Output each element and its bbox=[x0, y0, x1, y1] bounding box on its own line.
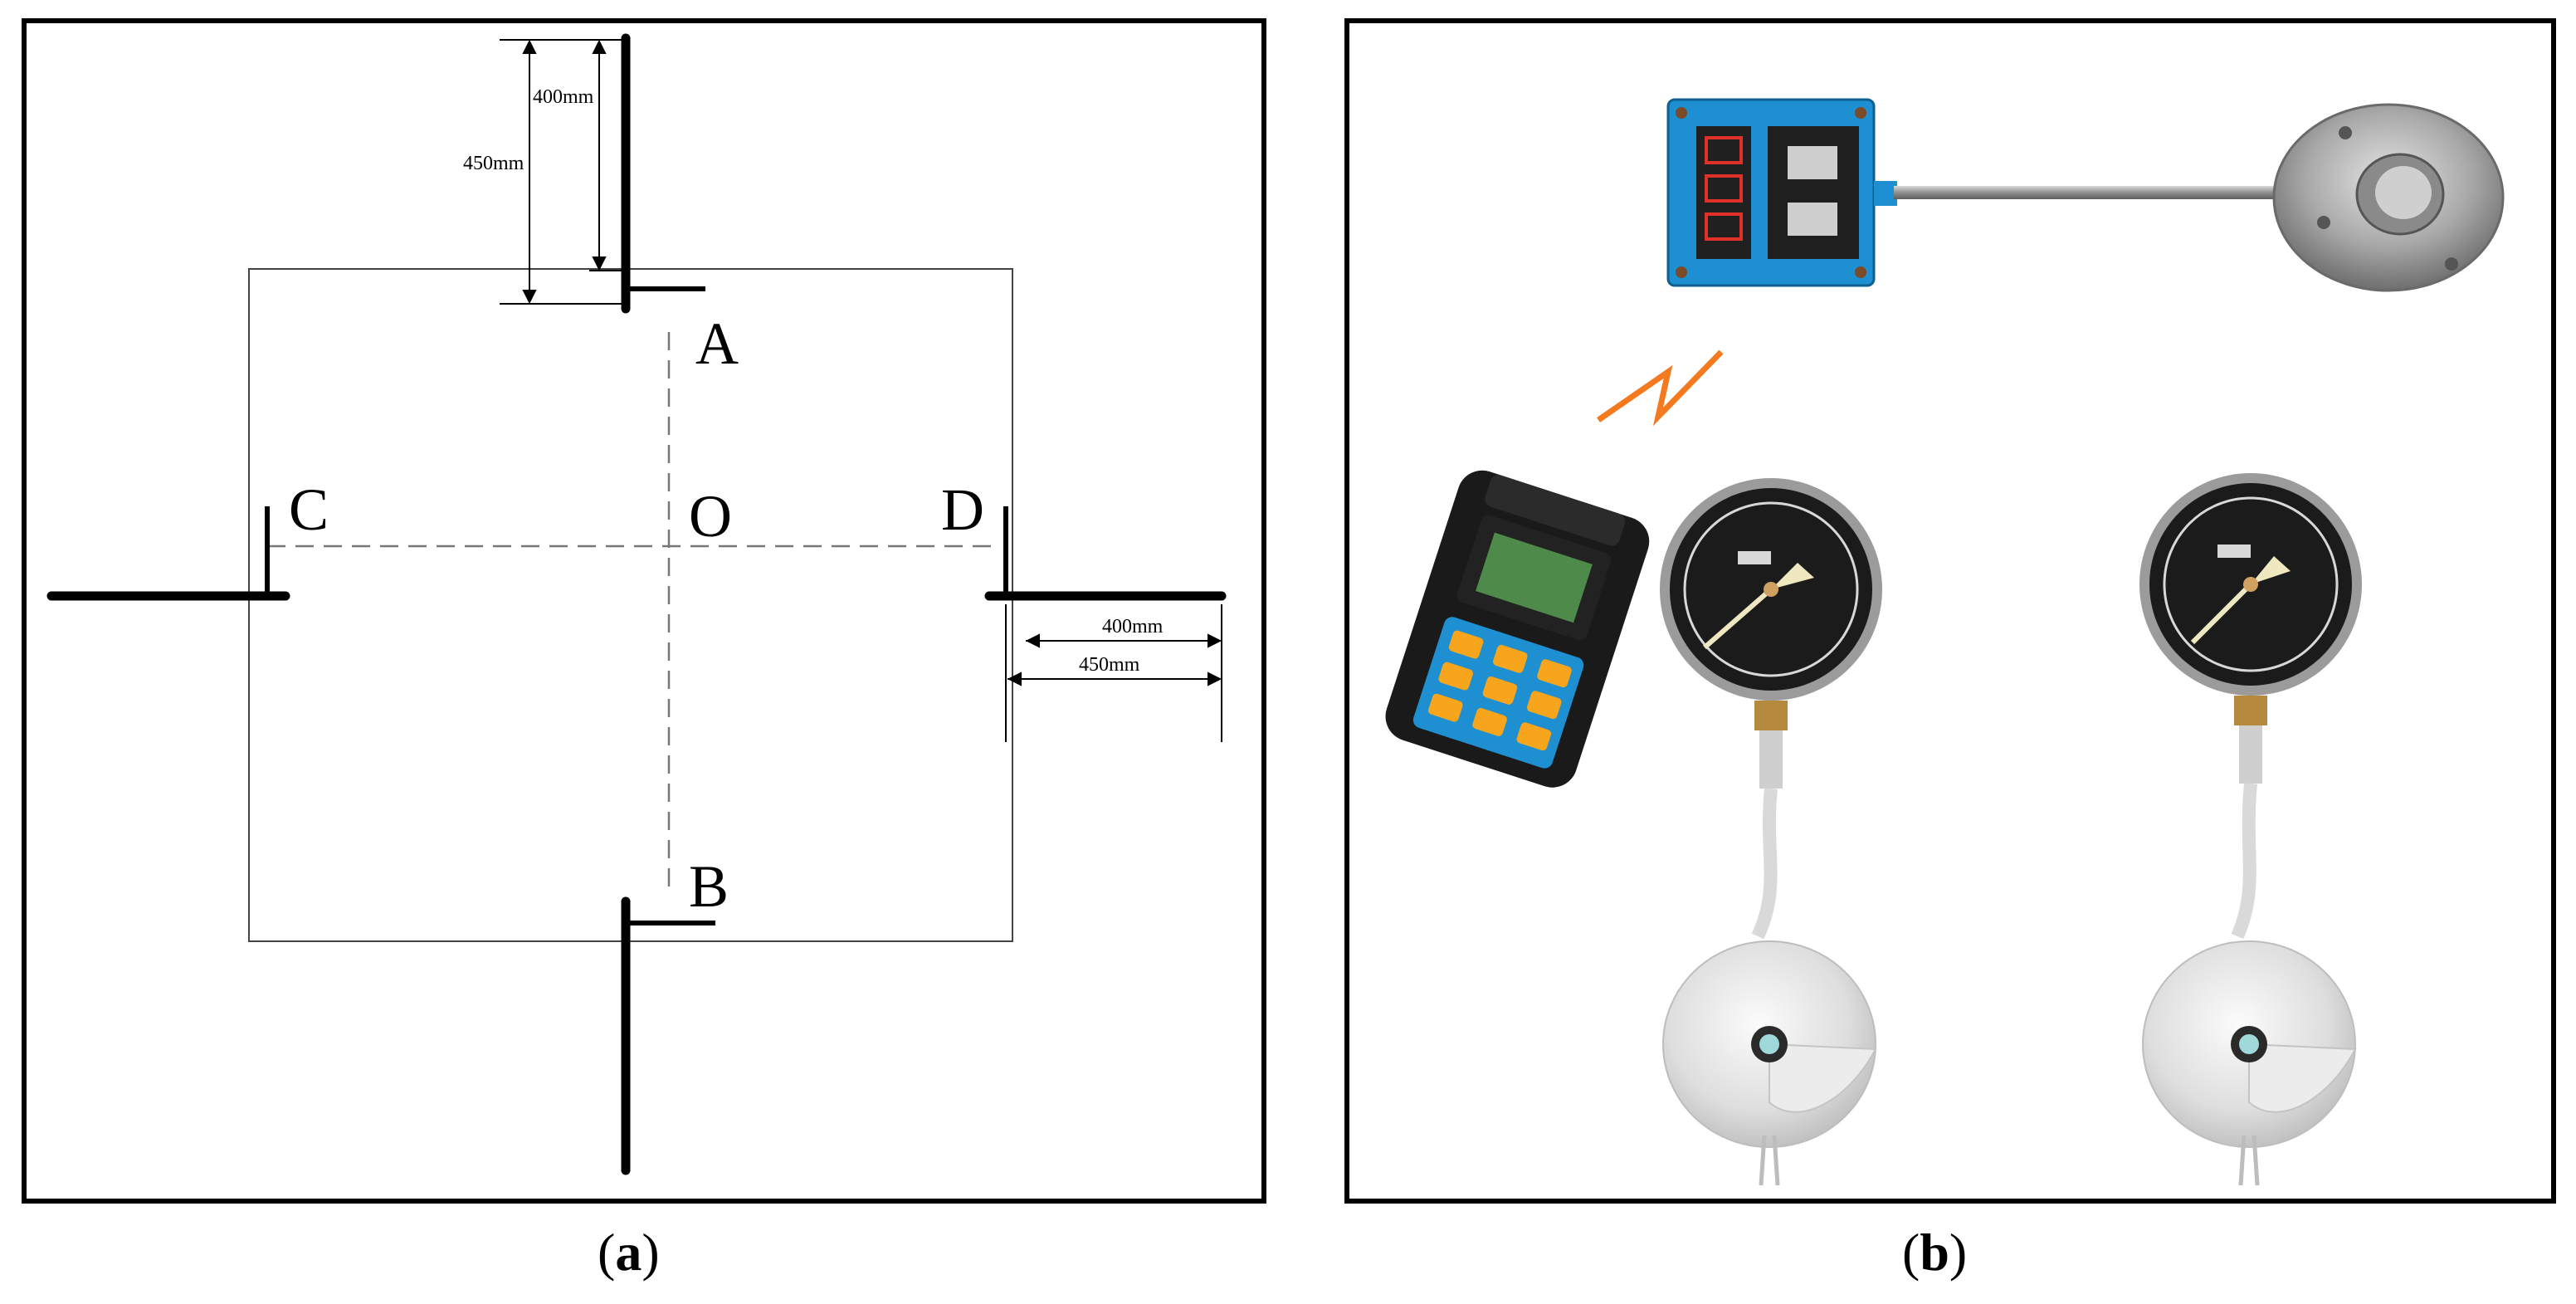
wireless-signal-icon bbox=[1597, 349, 1724, 427]
pressure-gauge-2 bbox=[2139, 473, 2362, 1186]
pressure-transmitter bbox=[1666, 98, 2505, 292]
panel-b-equipment-photo bbox=[1344, 18, 2556, 1204]
dim-right-outer-label: 450mm bbox=[1079, 654, 1140, 676]
caption-a-close: ) bbox=[642, 1223, 660, 1282]
probe-rod bbox=[1894, 186, 2383, 199]
dim-top-inner-label: 400mm bbox=[533, 86, 594, 108]
chamber-outline bbox=[248, 268, 1013, 942]
receiver-lcd bbox=[1476, 532, 1593, 623]
point-label-d: D bbox=[941, 476, 984, 543]
caption-b-close: ) bbox=[1949, 1223, 1968, 1282]
handheld-receiver bbox=[1385, 470, 1650, 788]
pressure-gauge-1 bbox=[1660, 478, 1882, 1186]
caption-b: (b) bbox=[1902, 1222, 1967, 1283]
dim-right-inner-label: 400mm bbox=[1102, 616, 1164, 637]
probe-c bbox=[46, 506, 290, 601]
top-dimension-lines bbox=[500, 39, 626, 305]
caption-b-letter: b bbox=[1920, 1223, 1949, 1282]
dim-top-outer-label: 450mm bbox=[463, 153, 524, 174]
equipment-illustration-svg bbox=[1385, 98, 2505, 1186]
probe-a bbox=[621, 33, 705, 314]
point-label-a: A bbox=[695, 310, 739, 377]
point-label-b: B bbox=[689, 853, 729, 920]
point-label-o: O bbox=[689, 483, 732, 549]
layout-diagram-svg: 400mm 450mm 400mm 450mm A B C D O bbox=[46, 33, 1227, 1175]
receiver-keypad-keys bbox=[1428, 630, 1572, 751]
caption-b-open: ( bbox=[1902, 1223, 1920, 1282]
caption-a-letter: a bbox=[615, 1223, 642, 1282]
point-label-c: C bbox=[289, 476, 329, 543]
probe-b bbox=[621, 896, 715, 1175]
probe-d bbox=[984, 506, 1227, 601]
panel-a-layout-diagram: 400mm 450mm 400mm 450mm A B C D O bbox=[22, 18, 1266, 1204]
caption-a: (a) bbox=[598, 1222, 660, 1283]
caption-a-open: ( bbox=[598, 1223, 616, 1282]
right-dimension-lines bbox=[1005, 604, 1222, 742]
